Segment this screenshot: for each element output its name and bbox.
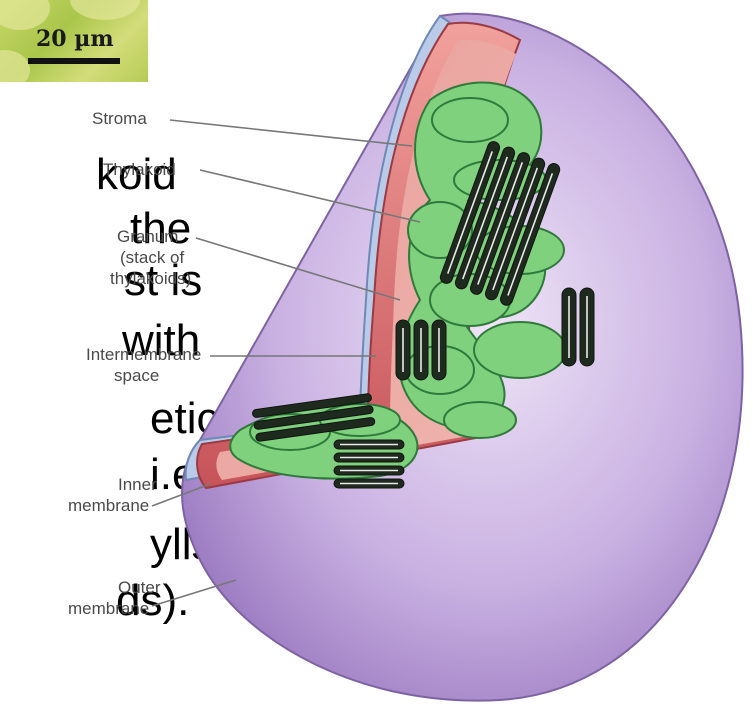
- label-granum-line-2: (stack of: [120, 248, 184, 267]
- label-outer-membrane-line-2: membrane: [68, 599, 149, 618]
- label-thylakoid: Thylakoid: [103, 160, 176, 179]
- label-granum-line-3: thylakoids): [110, 269, 191, 288]
- label-inner-membrane: Inner: [118, 475, 157, 494]
- label-intermembrane-line-2: space: [114, 366, 159, 385]
- label-outer-membrane: Outer: [118, 578, 161, 597]
- label-granum: Granum: [117, 227, 178, 246]
- label-stroma: Stroma: [92, 109, 147, 128]
- label-inner-membrane-line-2: membrane: [68, 496, 149, 515]
- label-intermembrane: Intermembrane: [86, 345, 201, 364]
